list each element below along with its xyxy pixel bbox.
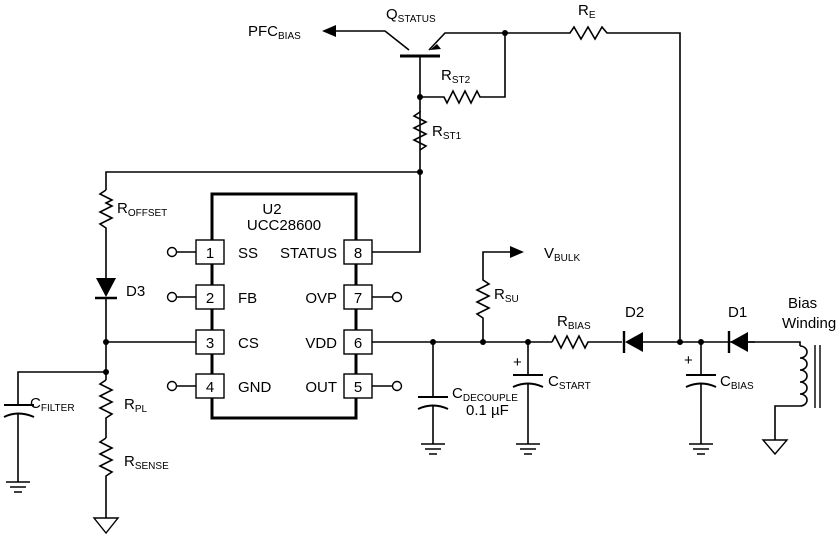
label-c-bias: CBIAS	[720, 373, 754, 392]
pfc-bias-arrow	[322, 25, 336, 37]
pin-4: 4	[166, 373, 225, 399]
label-bias-winding-2: Winding	[782, 315, 836, 332]
svg-text:3: 3	[206, 335, 214, 352]
label-d2: D2	[625, 304, 644, 321]
label-pfc-bias: PFCBIAS	[248, 23, 301, 42]
label-c-decouple: CDECOUPLE	[452, 385, 518, 404]
svg-text:4: 4	[206, 379, 214, 396]
pin-7: 7	[343, 284, 403, 310]
pin-2: 2	[166, 284, 225, 310]
svg-text:6: 6	[354, 335, 362, 352]
pin-5-name: OUT	[305, 379, 337, 396]
pin-8: 8	[343, 239, 373, 265]
svg-text:7: 7	[354, 290, 362, 307]
label-c-decouple-value: 0.1 µF	[466, 402, 509, 419]
v-bulk-arrow	[510, 246, 524, 258]
resistor-r-su	[475, 246, 524, 342]
resistor-r-st2	[420, 33, 506, 105]
diode-d3	[95, 272, 117, 342]
pin-6: 6	[343, 329, 373, 355]
resistor-r-bias	[551, 334, 622, 350]
q-status-transistor	[322, 25, 505, 172]
c-bias-plus: +	[684, 352, 693, 369]
svg-text:8: 8	[354, 245, 362, 262]
label-r-st1: RST1	[432, 123, 462, 142]
label-r-su: RSU	[494, 286, 519, 305]
resistor-r-pl	[98, 379, 114, 438]
resistor-r-offset	[98, 189, 114, 272]
resistor-r-st1	[412, 111, 428, 151]
label-c-start: CSTART	[548, 373, 591, 392]
label-r-sense: RSENSE	[124, 453, 169, 472]
label-c-filter: CFILTER	[30, 395, 75, 414]
svg-text:1: 1	[206, 245, 214, 262]
label-q-status: QSTATUS	[386, 6, 436, 25]
label-d1: D1	[728, 304, 747, 321]
capacitor-c-filter	[3, 371, 106, 493]
diode-d1	[727, 331, 748, 353]
pin-4-name: GND	[238, 379, 272, 396]
pin-5: 5	[343, 373, 403, 399]
pin-1: 1	[166, 239, 225, 265]
pin-6-name: VDD	[305, 335, 337, 352]
resistor-r-e	[505, 25, 681, 340]
label-r-bias: RBIAS	[557, 313, 591, 332]
label-bias-winding-1: Bias	[788, 295, 817, 312]
pin-1-name: SS	[238, 245, 258, 262]
svg-text:5: 5	[354, 379, 362, 396]
label-d3: D3	[126, 283, 145, 300]
c-start-plus: +	[513, 354, 522, 371]
bias-winding-inductor	[748, 341, 821, 456]
label-v-bulk: VBULK	[544, 245, 580, 264]
capacitor-c-bias	[685, 342, 717, 455]
chip-name: U2	[262, 201, 281, 218]
pin-3-name: CS	[238, 335, 259, 352]
label-r-e: RE	[578, 2, 596, 21]
svg-text:2: 2	[206, 290, 214, 307]
label-r-st2: RST2	[441, 67, 471, 86]
pin-8-name: STATUS	[280, 245, 337, 262]
label-r-offset: ROFFSET	[117, 200, 167, 219]
chip-part: UCC28600	[247, 217, 321, 234]
capacitor-c-start	[512, 342, 544, 455]
label-r-pl: RPL	[124, 396, 148, 415]
resistor-r-sense	[92, 437, 120, 535]
pin-2-name: FB	[238, 290, 257, 307]
pin-3: 3	[195, 329, 225, 355]
pin-7-name: OVP	[305, 290, 337, 307]
capacitor-c-decouple	[417, 342, 449, 455]
